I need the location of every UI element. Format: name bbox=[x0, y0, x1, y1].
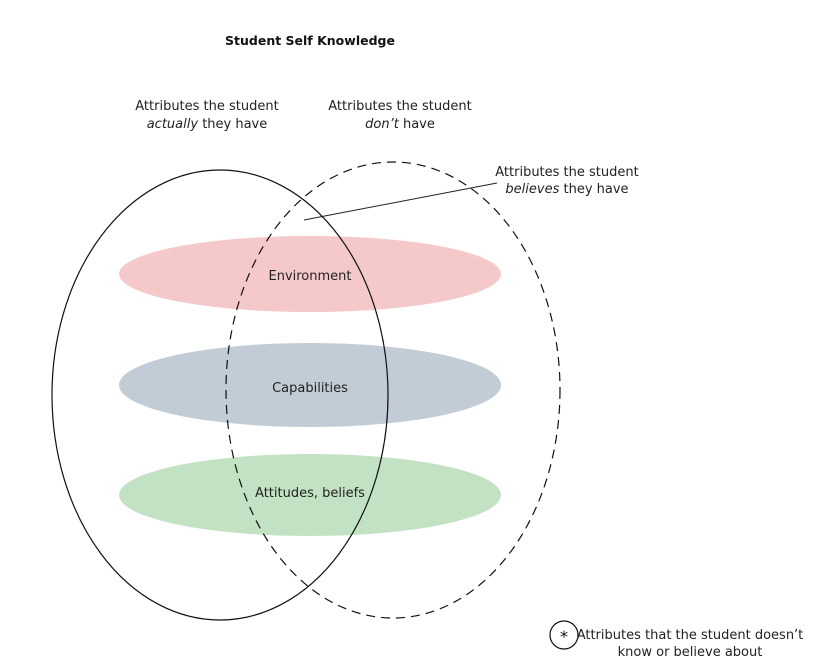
legend-text-line1: Attributes that the student doesn’t bbox=[577, 628, 804, 643]
believes-attributes-rest: they have bbox=[559, 182, 628, 197]
believes-attributes-label-line1: Attributes the student bbox=[495, 165, 638, 180]
capabilities-label: Capabilities bbox=[272, 381, 348, 396]
believes-attributes-emphasis: believes bbox=[505, 182, 559, 197]
believes-attributes-label-line2: believes they have bbox=[505, 182, 628, 197]
actual-attributes-label-line1: Attributes the student bbox=[135, 99, 278, 114]
legend-asterisk-icon: * bbox=[560, 627, 568, 646]
legend-text-line2: know or believe about bbox=[618, 645, 763, 660]
dont-attributes-emphasis: don’t bbox=[365, 117, 400, 132]
dont-attributes-label-line1: Attributes the student bbox=[328, 99, 471, 114]
capabilities-band bbox=[119, 343, 501, 427]
actual-attributes-ellipse bbox=[51, 169, 389, 621]
dont-attributes-rest: have bbox=[399, 117, 435, 132]
dont-attributes-label-line2: don’t have bbox=[365, 117, 435, 132]
actual-attributes-label-line2: actually they have bbox=[147, 117, 268, 132]
attitudes-beliefs-label: Attitudes, beliefs bbox=[255, 486, 365, 501]
actual-attributes-emphasis: actually bbox=[147, 117, 199, 132]
diagram-title: Student Self Knowledge bbox=[225, 33, 395, 48]
legend-symbol-circle bbox=[549, 620, 579, 650]
believes-callout-line bbox=[303, 182, 498, 221]
environment-label: Environment bbox=[268, 269, 351, 284]
environment-band bbox=[119, 236, 501, 312]
actual-attributes-rest: they have bbox=[198, 117, 267, 132]
attitudes-beliefs-band bbox=[119, 454, 501, 536]
believed-attributes-ellipse bbox=[225, 161, 561, 619]
